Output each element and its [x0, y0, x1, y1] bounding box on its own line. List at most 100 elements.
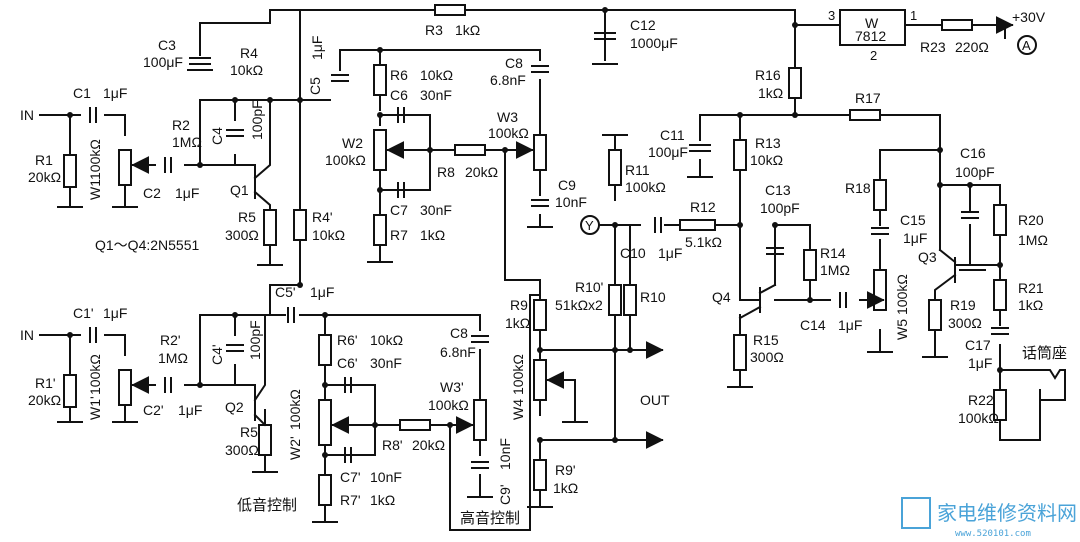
- c16-label: C16: [960, 145, 986, 161]
- junction-dots: [67, 7, 1003, 458]
- q2-label: Q2: [225, 399, 244, 415]
- c7-label: C7: [390, 202, 408, 218]
- c10-value: 1μF: [658, 245, 682, 261]
- r21-label: R21: [1018, 280, 1044, 296]
- c12-value: 1000μF: [630, 35, 678, 51]
- c13-value: 100pF: [760, 200, 800, 216]
- r8-value: 20kΩ: [465, 164, 498, 180]
- c3-value: 100μF: [143, 54, 183, 70]
- c9-value: 10nF: [555, 194, 587, 210]
- q1-label: Q1: [230, 182, 249, 198]
- mic-jack-label: 话筒座: [1022, 344, 1067, 362]
- w2p-value: 100kΩ: [287, 389, 303, 430]
- regulator-pin2: 2: [870, 48, 877, 63]
- r9p-label: R9': [555, 462, 576, 478]
- r8p-label: R8': [382, 437, 403, 453]
- watermark-text: 家电维修资料网: [937, 501, 1077, 525]
- regulator-part: 7812: [855, 28, 886, 44]
- r4p-label: R4': [312, 209, 333, 225]
- r10p-label: R10': [575, 279, 603, 295]
- r21-value: 1kΩ: [1018, 297, 1043, 313]
- r19-label: R19: [950, 297, 976, 313]
- r2p-value: 1MΩ: [158, 350, 188, 366]
- c7p-label: C7': [340, 469, 361, 485]
- bass-control-label: 低音控制: [237, 496, 297, 514]
- transistor-symbols: [253, 154, 971, 427]
- r4p-value: 10kΩ: [312, 227, 345, 243]
- c9p-value: 10nF: [497, 438, 513, 470]
- c6-label: C6: [390, 87, 408, 103]
- node-a-label: A: [1022, 38, 1031, 53]
- r18-label: R18: [845, 180, 871, 196]
- regulator-pin1: 1: [910, 8, 917, 23]
- c4-value: 100pF: [249, 100, 265, 140]
- r12-label: R12: [690, 199, 716, 215]
- r22-label: R22: [968, 392, 994, 408]
- c2-label: C2: [143, 185, 161, 201]
- r13-label: R13: [755, 135, 781, 151]
- c4-label: C4: [209, 127, 225, 145]
- c9p-label: C9': [497, 484, 513, 505]
- c2p-value: 1μF: [178, 402, 202, 418]
- c14-label: C14: [800, 317, 826, 333]
- r3-label: R3: [425, 22, 443, 38]
- w3p-label: W3': [440, 379, 464, 395]
- input-label-2: IN: [20, 327, 34, 343]
- w2p-label: W2': [287, 436, 303, 460]
- c12-label: C12: [630, 17, 656, 33]
- watermark-logo: [901, 497, 931, 529]
- watermark: 家电维修资料网 www.520101.com: [901, 497, 1077, 539]
- w1-value: 100kΩ: [87, 139, 103, 180]
- r5p-label: R5': [240, 424, 261, 440]
- c8p-label: C8: [450, 325, 468, 341]
- regulator-pin3: 3: [828, 8, 835, 23]
- circuit-wires: [39, 9, 1046, 531]
- w4-label: W4: [510, 399, 526, 420]
- c8-value: 6.8nF: [490, 72, 526, 88]
- component-labels: IN IN OUT +30V A Y 低音控制 高音控制 话筒座 Q1～Q4:2…: [20, 8, 1067, 527]
- r19-value: 300Ω: [948, 315, 982, 331]
- r6-value: 10kΩ: [420, 67, 453, 83]
- regulator-w: W: [865, 15, 879, 31]
- r10-label: R10: [640, 289, 666, 305]
- c8p-value: 6.8nF: [440, 344, 476, 360]
- c6p-value: 30nF: [370, 355, 402, 371]
- r9-label: R9: [510, 297, 528, 313]
- r16-value: 1kΩ: [758, 85, 783, 101]
- c5-value: 1μF: [309, 36, 325, 60]
- w4-value: 100kΩ: [510, 354, 526, 395]
- w2-value: 100kΩ: [325, 152, 366, 168]
- c5p-value: 1μF: [310, 284, 334, 300]
- r5-label: R5: [238, 209, 256, 225]
- r22-value: 100kΩ: [958, 410, 999, 426]
- r9-value: 1kΩ: [505, 315, 530, 331]
- q4-label: Q4: [712, 289, 731, 305]
- w2-label: W2: [342, 135, 363, 151]
- w1p-value: 100kΩ: [87, 354, 103, 395]
- r7-value: 1kΩ: [420, 227, 445, 243]
- c15-value: 1μF: [903, 230, 927, 246]
- output-label: OUT: [640, 392, 670, 408]
- w5-label: W5: [894, 319, 910, 340]
- r6p-value: 10kΩ: [370, 332, 403, 348]
- c1-label: C1: [73, 85, 91, 101]
- r7-label: R7: [390, 227, 408, 243]
- capacitor-symbols: [89, 32, 1009, 469]
- c6-value: 30nF: [420, 87, 452, 103]
- c7-value: 30nF: [420, 202, 452, 218]
- w1-label: W1: [87, 179, 103, 200]
- r12-value: 5.1kΩ: [685, 234, 722, 250]
- w3-value: 100kΩ: [488, 125, 529, 141]
- c17-label: C17: [965, 337, 991, 353]
- r5-value: 300Ω: [225, 227, 259, 243]
- c11-value: 100μF: [648, 144, 688, 160]
- r2-label: R2: [172, 117, 190, 133]
- r7p-value: 1kΩ: [370, 492, 395, 508]
- r7p-label: R7': [340, 492, 361, 508]
- w5-value: 100kΩ: [894, 274, 910, 315]
- r9p-value: 1kΩ: [553, 480, 578, 496]
- r15-label: R15: [753, 332, 779, 348]
- treble-control-label: 高音控制: [460, 509, 520, 527]
- r4-label: R4: [240, 45, 258, 61]
